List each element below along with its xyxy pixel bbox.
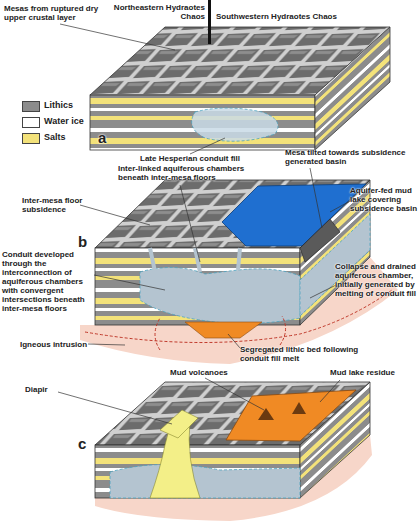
- callout-label: Southwestern Hydraotes Chaos: [216, 12, 366, 21]
- block-c: [58, 378, 372, 521]
- callout-label: Inter-linked aquiferous chambers beneath…: [118, 164, 253, 182]
- callout-label: Conduit developed through the interconne…: [2, 250, 94, 313]
- legend-swatch: [22, 133, 40, 144]
- legend-row: Lithics: [22, 100, 92, 112]
- legend-text: Water ice: [44, 116, 84, 126]
- legend-swatch: [22, 117, 40, 128]
- callout-label: Northeastern Hydraotes Chaos: [110, 3, 205, 21]
- legend-swatch: [22, 101, 40, 112]
- panel-letter: c: [78, 436, 98, 452]
- callout-label: Diapir: [25, 385, 85, 394]
- callout-label: Igneous intrusion: [20, 340, 90, 349]
- legend-text: Salts: [44, 132, 66, 142]
- callout-label: Mesa tilted towards subsidence generated…: [285, 148, 415, 166]
- callout-label: Late Hesperian conduit fill: [140, 154, 290, 163]
- callout-label: Mud volcanoes: [170, 368, 260, 377]
- legend-text: Lithics: [44, 100, 73, 110]
- callout-label: Aquifer-fed mud lake covering subsidence…: [350, 186, 418, 213]
- legend-row: Water ice: [22, 116, 92, 128]
- block-a: [60, 0, 390, 154]
- callout-label: Mesas from ruptured dry upper crustal la…: [4, 4, 104, 22]
- panel-letter: a: [98, 130, 118, 146]
- callout-label: Mud lake residue: [330, 368, 415, 377]
- callout-label: Inter-mesa floor subsidence: [22, 196, 100, 214]
- callout-label: Segregated lithic bed following conduit …: [240, 345, 370, 363]
- panel-letter: b: [78, 234, 98, 250]
- callout-label: Collapse and drained aquiferous chamber,…: [335, 262, 419, 298]
- legend-row: Salts: [22, 132, 92, 144]
